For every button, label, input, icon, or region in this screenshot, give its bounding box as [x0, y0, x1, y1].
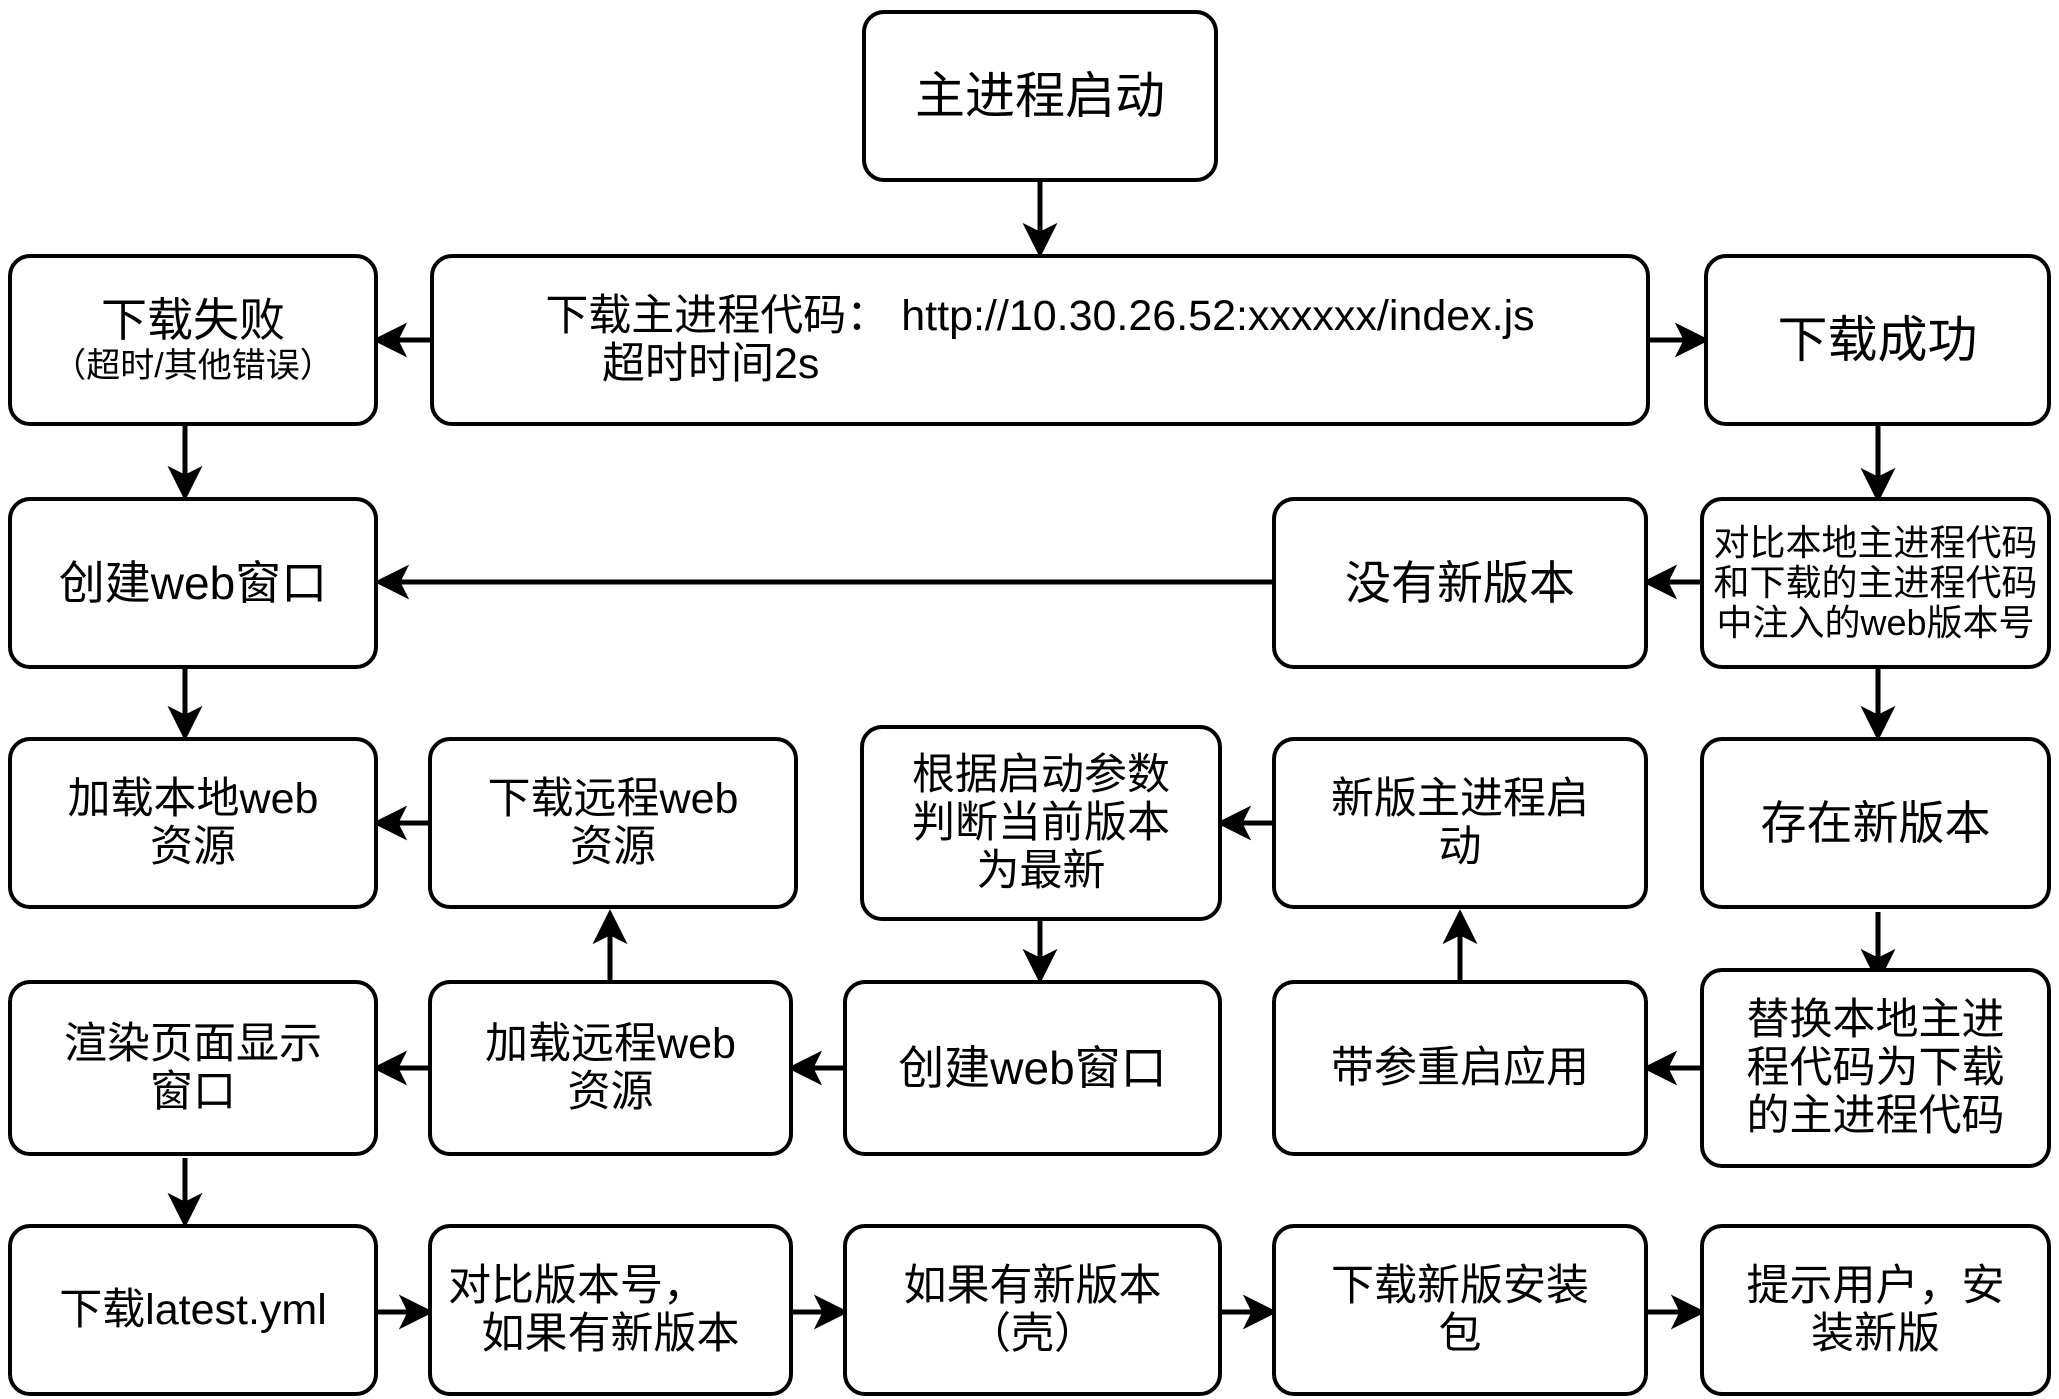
node-line: 下载成功 — [1777, 311, 1978, 368]
node-line: 渲染页面显示 — [64, 1019, 322, 1068]
node-download-latest-yml[interactable]: 下载latest.yml — [8, 1224, 378, 1396]
node-line: 加载远程web — [485, 1019, 736, 1068]
node-download-main-code[interactable]: 下载主进程代码： http://10.30.26.52:xxxxxx/index… — [430, 254, 1650, 426]
node-replace-local-main-code[interactable]: 替换本地主进 程代码为下载 的主进程代码 — [1700, 968, 2051, 1168]
node-line: 下载失败 — [101, 294, 285, 347]
node-line-secondary: 资源 — [567, 1068, 654, 1116]
node-line: 提示用户，安 — [1746, 1261, 2005, 1310]
node-create-web-window-2[interactable]: 创建web窗口 — [843, 980, 1222, 1156]
node-line: 加载本地web — [67, 774, 319, 823]
node-load-local-web-resource[interactable]: 加载本地web 资源 — [8, 737, 378, 909]
node-line-secondary: 和下载的主进程代码 — [1713, 561, 2038, 603]
node-line: 下载主进程代码： http://10.30.26.52:xxxxxx/index… — [545, 291, 1535, 340]
node-line-tertiary: 中注入的web版本号 — [1716, 602, 2035, 644]
node-line-secondary: 超时时间2s — [602, 340, 820, 388]
node-line: 替换本地主进 — [1746, 995, 2005, 1044]
node-line: 创建web窗口 — [898, 1041, 1167, 1094]
node-if-new-shell-version[interactable]: 如果有新版本 （壳） — [843, 1224, 1222, 1396]
node-line-tertiary: 的主进程代码 — [1746, 1092, 2005, 1141]
node-line-secondary: 判断当前版本 — [912, 798, 1170, 847]
node-load-remote-web-resource[interactable]: 加载远程web 资源 — [428, 980, 793, 1156]
node-line: 对比本地主进程代码 — [1713, 521, 2038, 563]
node-compare-web-version[interactable]: 对比本地主进程代码 和下载的主进程代码 中注入的web版本号 — [1700, 497, 2051, 669]
node-no-new-version[interactable]: 没有新版本 — [1272, 497, 1648, 669]
node-download-success[interactable]: 下载成功 — [1704, 254, 2051, 426]
node-line: 对比版本号， — [448, 1261, 706, 1310]
node-line-secondary: 窗口 — [150, 1068, 236, 1116]
node-line-secondary: 程代码为下载 — [1746, 1043, 2005, 1092]
node-download-new-installer[interactable]: 下载新版安装 包 — [1272, 1224, 1648, 1396]
node-download-remote-web-resource[interactable]: 下载远程web 资源 — [428, 737, 798, 909]
node-line-secondary: 包 — [1438, 1310, 1482, 1358]
node-line: 没有新版本 — [1345, 556, 1575, 609]
node-create-web-window-1[interactable]: 创建web窗口 — [8, 497, 378, 669]
node-line: 下载远程web — [487, 774, 739, 823]
node-line: 主进程启动 — [915, 67, 1165, 124]
node-main-process-start[interactable]: 主进程启动 — [862, 10, 1218, 182]
node-compare-version-number[interactable]: 对比版本号， 如果有新版本 — [428, 1224, 793, 1396]
node-restart-with-args[interactable]: 带参重启应用 — [1272, 980, 1648, 1156]
node-line: 新版主进程启 — [1331, 774, 1589, 823]
node-line-secondary: 装新版 — [1811, 1310, 1940, 1358]
node-new-main-process-start[interactable]: 新版主进程启 动 — [1272, 737, 1648, 909]
node-line-secondary: 动 — [1438, 823, 1482, 871]
node-line: 下载latest.yml — [59, 1285, 327, 1334]
node-line: 创建web窗口 — [58, 556, 328, 609]
node-line: 如果有新版本 — [903, 1261, 1162, 1310]
node-render-page-show-window[interactable]: 渲染页面显示 窗口 — [8, 980, 378, 1156]
node-line-secondary: （超时/其他错误） — [52, 346, 334, 385]
node-line-secondary: 资源 — [570, 823, 656, 871]
node-line-secondary: （壳） — [968, 1310, 1097, 1358]
node-line: 存在新版本 — [1760, 796, 1991, 849]
node-prompt-user-install[interactable]: 提示用户，安 装新版 — [1700, 1224, 2051, 1396]
node-judge-version-latest[interactable]: 根据启动参数 判断当前版本 为最新 — [860, 725, 1222, 921]
node-line-secondary: 资源 — [150, 823, 236, 871]
node-download-failed[interactable]: 下载失败 （超时/其他错误） — [8, 254, 378, 426]
node-has-new-version[interactable]: 存在新版本 — [1700, 737, 2051, 909]
node-line-tertiary: 为最新 — [976, 847, 1106, 896]
node-line: 带参重启应用 — [1331, 1043, 1589, 1092]
node-line: 下载新版安装 — [1331, 1261, 1589, 1310]
node-line: 根据启动参数 — [912, 750, 1170, 799]
node-line-secondary: 如果有新版本 — [481, 1310, 740, 1358]
